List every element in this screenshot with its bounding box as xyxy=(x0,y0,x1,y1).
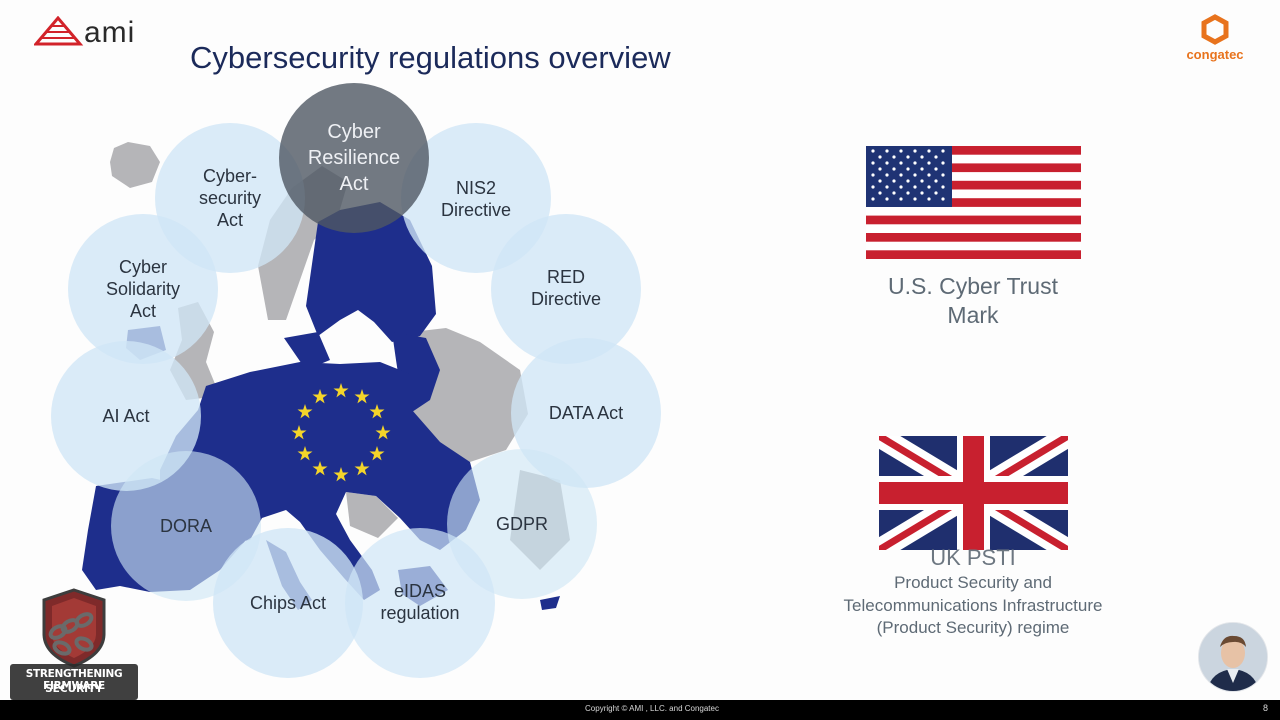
badge-line1: STRENGTHENING FIRMWARE xyxy=(25,668,123,692)
label-line: Cyber xyxy=(118,257,167,277)
label-line: Cyber xyxy=(327,121,381,143)
page-title: Cybersecurity regulations overview xyxy=(190,40,671,75)
label-line: RED xyxy=(546,267,586,287)
presenter-avatar xyxy=(1198,622,1268,692)
label-eidas-regulation: eIDAS regulation xyxy=(380,580,459,624)
europe-map xyxy=(51,83,661,678)
eu-stars xyxy=(291,383,391,482)
shield-chain-icon xyxy=(10,588,138,700)
ami-logo-text: ami xyxy=(84,16,136,49)
badge-line2: SECURITY xyxy=(45,683,103,695)
label-line: Act xyxy=(216,210,244,230)
label-line: Directive xyxy=(440,200,512,220)
label-gdpr: GDPR xyxy=(496,513,548,535)
circle-dora xyxy=(111,451,261,601)
circle-cyber-solidarity-act xyxy=(68,214,218,364)
presenter-portrait-icon xyxy=(1199,623,1267,691)
uk-flag-icon xyxy=(879,436,1068,550)
label-line: Act xyxy=(129,301,156,321)
slide: ami congatec Cybersecurity regulations o… xyxy=(32,14,1268,692)
label-cyber-solidarity-act: Cyber Solidarity Act xyxy=(106,256,180,322)
label-chips-act: Chips Act xyxy=(250,592,326,614)
subtitle-line: (Product Security) regime xyxy=(876,618,1070,637)
label-cybersecurity-act: Cyber- security Act xyxy=(199,165,261,231)
label-line: AI Act xyxy=(102,406,150,426)
uk-psti-subtitle: Product Security and Telecommunications … xyxy=(844,572,1103,640)
label-dora: DORA xyxy=(160,515,212,537)
uk-psti-title: UK PSTI xyxy=(930,545,1016,570)
label-line: regulation xyxy=(380,603,460,623)
circle-ai-act xyxy=(51,341,201,491)
label-red-directive: RED Directive xyxy=(531,266,601,310)
label-line: Chips Act xyxy=(249,593,327,613)
label-line: Solidarity xyxy=(105,279,181,299)
circle-red-directive xyxy=(491,214,641,364)
us-cyber-trust-mark-caption: U.S. Cyber Trust Mark xyxy=(888,272,1058,330)
label-line: eIDAS xyxy=(393,581,447,601)
label-line: Directive xyxy=(530,289,602,309)
congatec-logo-text: congatec xyxy=(1186,47,1244,62)
label-ai-act: AI Act xyxy=(102,405,149,427)
label-line: security xyxy=(198,188,262,208)
label-cyber-resilience-act: Cyber Resilience Act xyxy=(308,119,400,197)
strengthening-firmware-badge: STRENGTHENING FIRMWARE SECURITY xyxy=(8,588,140,708)
congatec-logo: congatec xyxy=(1180,14,1250,66)
label-line: GDPR xyxy=(495,514,549,534)
footer-bar: Copyright © AMI , LLC. and Congatec 8 xyxy=(0,700,1280,720)
caption-line: Mark xyxy=(947,302,999,328)
congatec-logo-icon xyxy=(1201,14,1229,45)
subtitle-line: Telecommunications Infrastructure xyxy=(843,595,1103,615)
ami-logo: ami xyxy=(32,15,164,50)
label-nis2-directive: NIS2 Directive xyxy=(441,177,511,221)
label-line: DATA Act xyxy=(548,403,624,423)
label-data-act: DATA Act xyxy=(549,402,623,424)
label-line: Act xyxy=(339,173,369,195)
circle-gdpr xyxy=(447,449,597,599)
circle-eidas-regulation xyxy=(345,528,495,678)
caption-line: U.S. Cyber Trust xyxy=(888,273,1058,299)
page-number: 8 xyxy=(1262,703,1268,713)
ami-logo-icon xyxy=(32,15,84,46)
label-line: Cyber- xyxy=(202,166,258,186)
circle-cyber-resilience-act xyxy=(279,83,429,233)
circle-data-act xyxy=(511,338,661,488)
circle-chips-act xyxy=(213,528,363,678)
label-line: DORA xyxy=(159,516,213,536)
copyright-text: Copyright © AMI , LLC. and Congatec xyxy=(585,704,719,713)
subtitle-line: Product Security and xyxy=(894,573,1052,592)
us-flag-icon xyxy=(866,146,1081,259)
regulation-circles xyxy=(51,83,661,678)
label-line: Resilience xyxy=(307,147,401,169)
label-line: NIS2 xyxy=(455,178,497,198)
